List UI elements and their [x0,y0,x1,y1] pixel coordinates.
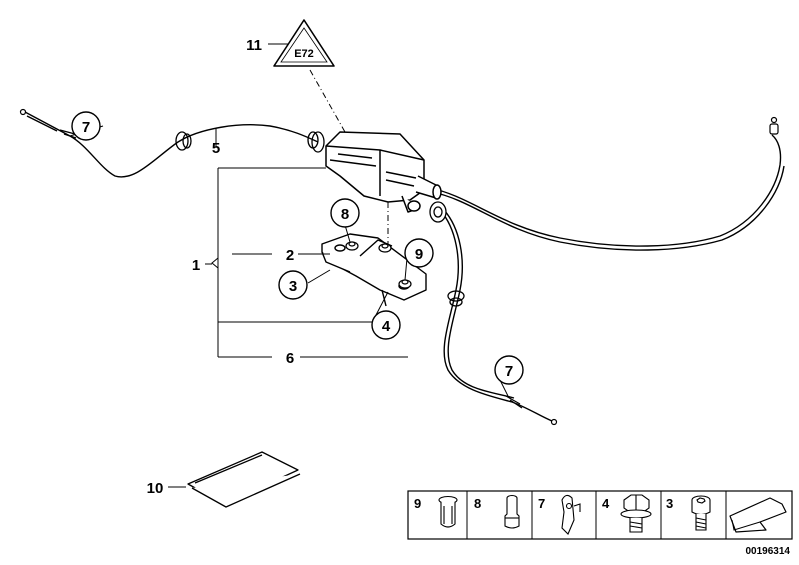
legend-item-7[interactable]: 7 [538,494,581,535]
callout-9[interactable]: 9 [404,238,434,268]
right-cable-end-icon [769,116,779,135]
cable-clip-icon [561,494,581,535]
callout-7-left[interactable]: 7 [71,111,101,141]
assembly-brace [205,167,408,358]
callout-7-right[interactable]: 7 [494,355,524,385]
svg-text:9: 9 [415,246,423,263]
svg-text:7: 7 [538,496,545,511]
callout-6[interactable]: 6 [286,350,294,367]
leader-lines [69,43,509,488]
legend-item-3[interactable]: 3 [666,495,711,531]
svg-text:3: 3 [666,496,673,511]
callout-11[interactable]: 11 [246,37,262,54]
lower-cable [439,209,553,422]
svg-text:7: 7 [82,119,90,136]
callout-10[interactable]: 10 [147,480,164,497]
lower-cable-grommet-icon [447,290,465,307]
callout-1[interactable]: 1 [192,257,200,274]
spacer-sleeve-icon [504,494,520,529]
rivet-nut-icon [438,495,458,528]
svg-text:8: 8 [474,496,481,511]
actuator-seal-icon [429,201,447,223]
svg-text:7: 7 [505,363,513,380]
left-cable-grommet-icon [175,131,192,151]
fastener-legend: 9 8 7 [407,490,793,540]
right-cable [429,134,785,251]
diagram-reference-number: 00196314 [746,546,791,557]
parking-brake-actuator [325,131,442,213]
hex-flange-bolt-icon [620,494,652,533]
assembly-center-lines [309,69,389,248]
svg-text:4: 4 [382,318,391,335]
svg-text:8: 8 [341,206,349,223]
left-cable [24,111,319,178]
warning-label-icon: E72 [273,19,335,67]
callout-2[interactable]: 2 [286,247,294,264]
lower-cable-end-icon [505,395,558,426]
grease-packet-icon [187,451,301,508]
legend-item-4[interactable]: 4 [602,494,652,533]
direction-arrow-icon [729,497,787,533]
svg-text:9: 9 [414,496,421,511]
hex-socket-bolt-icon [691,495,711,531]
legend-item-8[interactable]: 8 [474,494,520,529]
svg-text:4: 4 [602,496,610,511]
left-cable-end-icon [19,108,27,116]
warning-label-symbol: E72 [294,48,314,60]
legend-item-9[interactable]: 9 [414,495,458,528]
callout-5[interactable]: 5 [212,140,220,157]
callout-8[interactable]: 8 [330,198,360,228]
left-cable-seal-icon [307,131,325,153]
bracket-rivet-nut-icon [398,279,412,289]
svg-text:3: 3 [289,278,297,295]
callout-4[interactable]: 4 [371,310,401,340]
callout-3[interactable]: 3 [278,270,308,300]
